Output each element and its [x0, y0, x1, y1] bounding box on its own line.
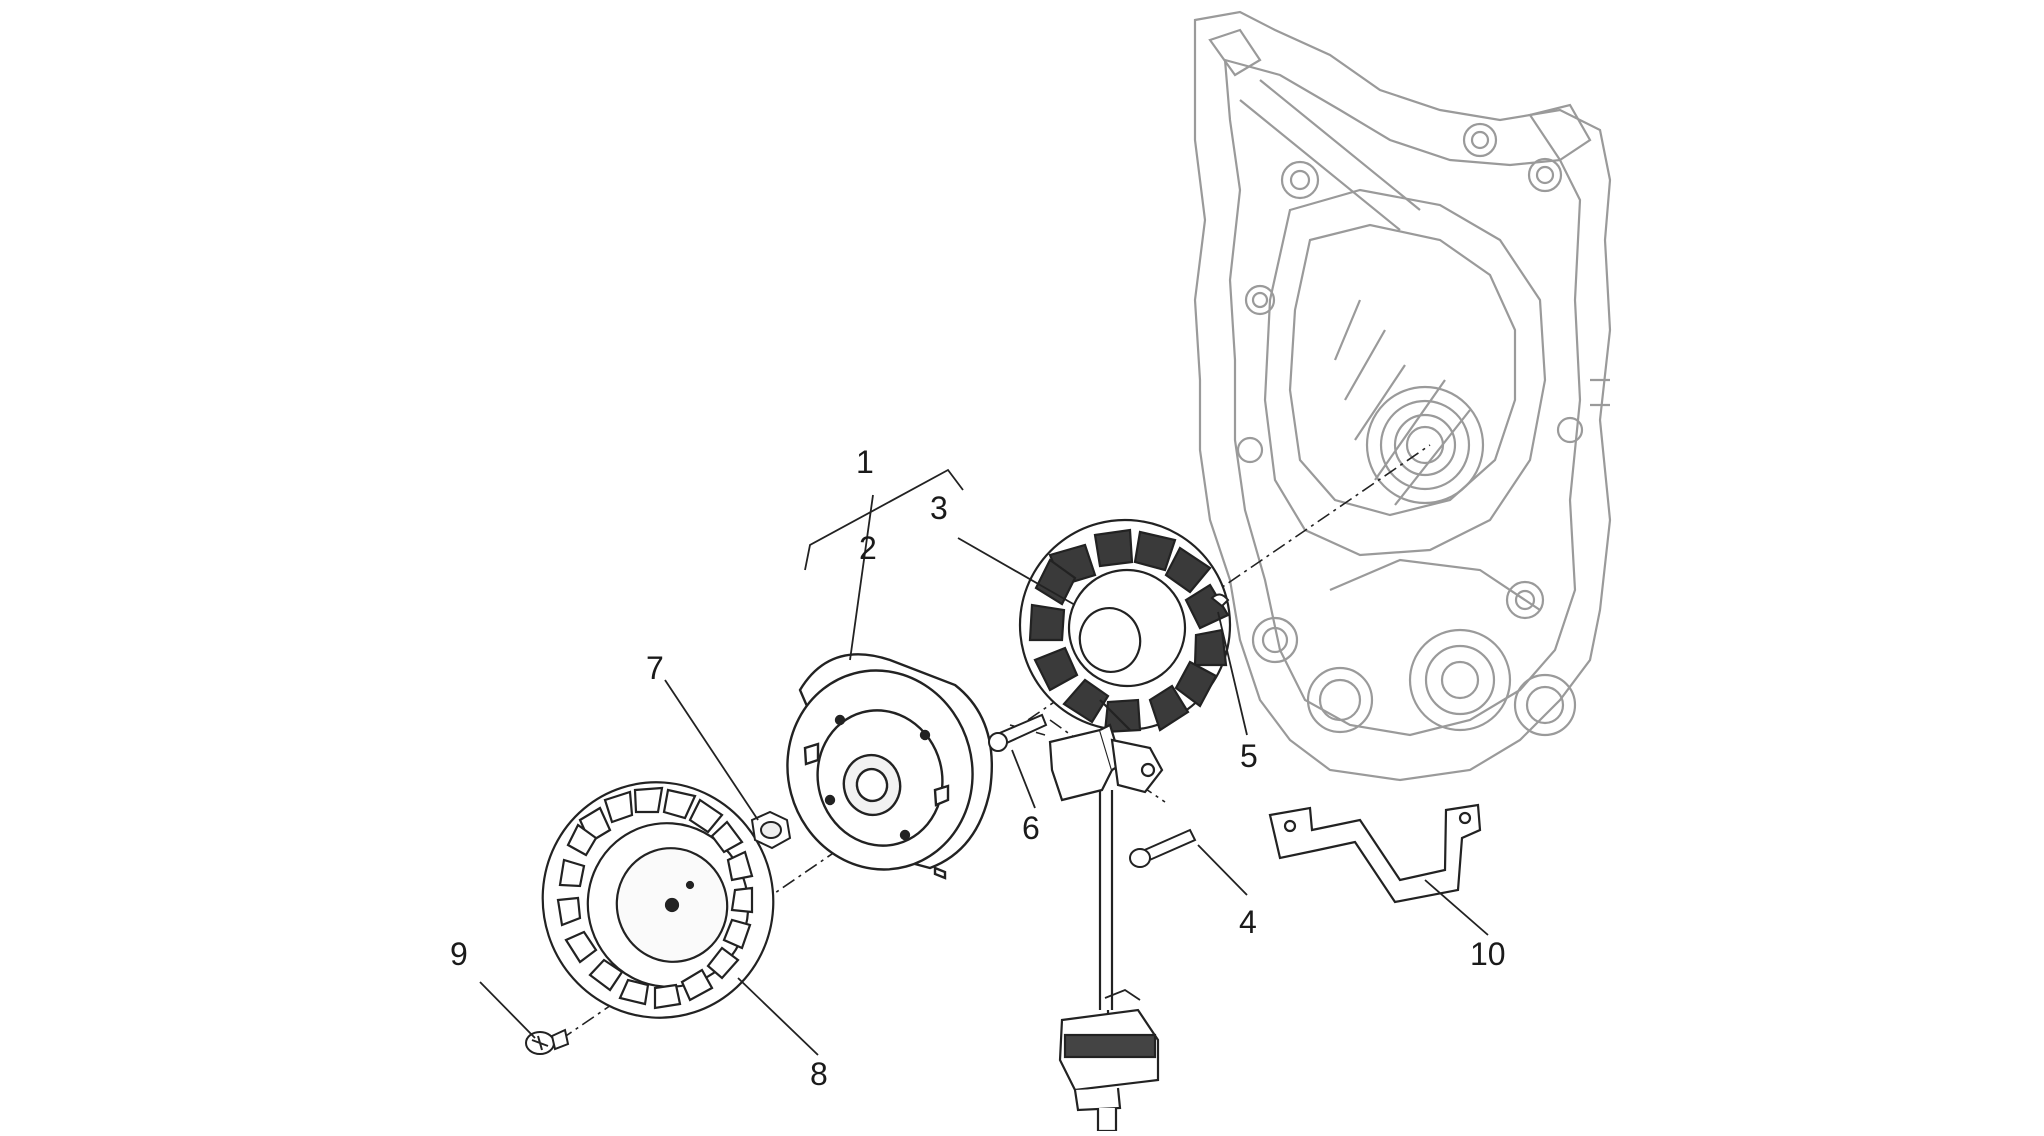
callout-4: 4 — [1239, 904, 1257, 940]
part-9-screw — [525, 1028, 570, 1055]
callout-10: 10 — [1470, 936, 1506, 972]
part-5-key — [1210, 593, 1230, 608]
leader-10 — [1424, 879, 1489, 936]
leader-2 — [849, 494, 874, 661]
callout-2: 2 — [859, 530, 877, 566]
callout-7: 7 — [646, 650, 664, 686]
pickup-and-harness — [1048, 723, 1164, 1133]
part-7-nut — [750, 810, 792, 850]
part-8-cooling-fan — [541, 781, 775, 1019]
callout-6: 6 — [1022, 810, 1040, 846]
engine-crankcase — [1193, 10, 1612, 782]
part-6-bolt — [988, 713, 1048, 752]
leader-lines — [479, 468, 1489, 1056]
leader-7 — [664, 679, 759, 821]
part-10-bracket — [1268, 803, 1482, 904]
leader-5 — [1217, 611, 1248, 736]
callout-9: 9 — [450, 936, 468, 972]
leader-8 — [737, 977, 819, 1056]
part-3-stator — [1018, 518, 1232, 734]
part-2-flywheel-rotor — [786, 653, 994, 880]
callout-5: 5 — [1240, 738, 1258, 774]
leader-4 — [1197, 844, 1248, 896]
part-4-bolt — [1129, 828, 1197, 868]
callout-3: 3 — [930, 490, 948, 526]
callout-8: 8 — [810, 1056, 828, 1092]
leader-3 — [957, 537, 1076, 606]
leader-9 — [479, 981, 536, 1039]
leader-6 — [1011, 749, 1036, 809]
callout-1: 1 — [856, 444, 874, 480]
